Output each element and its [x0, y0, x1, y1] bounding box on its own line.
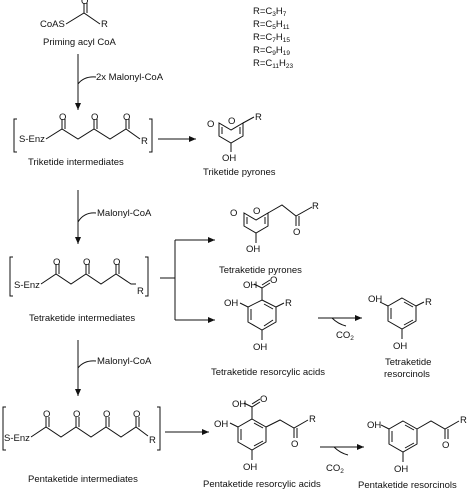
svg-text:R: R: [285, 298, 292, 309]
pentaketide-resorcylic-acid-structure: OH O OH O R OH: [214, 394, 316, 473]
svg-text:O: O: [43, 409, 50, 420]
svg-text:R: R: [312, 201, 319, 212]
svg-text:R=C7H15: R=C7H15: [253, 32, 290, 44]
svg-text:O: O: [53, 257, 60, 268]
pentaketide-resorcinols-label: Pentaketide resorcinols: [358, 480, 457, 490]
svg-text:O: O: [83, 257, 90, 268]
svg-text:OH: OH: [368, 294, 382, 305]
malonyl-label: Malonyl-CoA: [97, 208, 152, 219]
svg-text:OH: OH: [253, 342, 267, 353]
triketide-intermediate-structure: S-Enz O O O R: [13, 112, 153, 153]
svg-text:S-Enz: S-Enz: [19, 134, 45, 145]
svg-text:S-Enz: S-Enz: [4, 433, 30, 444]
malonyl-curve: [77, 76, 97, 85]
svg-text:O: O: [59, 112, 66, 123]
malonyl-curve: [77, 360, 97, 369]
svg-text:OH: OH: [214, 419, 228, 430]
svg-text:OH: OH: [243, 280, 257, 291]
tetraketide-resorcylic-acid-structure: OH O OH R OH: [224, 275, 292, 353]
svg-text:OH: OH: [367, 420, 381, 431]
malonyl-label: Malonyl-CoA: [97, 356, 152, 367]
tetraketide-branch-arrows: [160, 237, 215, 323]
priming-acyl-coa-structure: CoAS O R: [40, 0, 108, 30]
triketide-intermediates-label: Triketide intermediates: [28, 157, 124, 168]
triketide-pyrone-structure: O O R OH: [207, 112, 262, 164]
r-group: R: [101, 19, 108, 30]
pentaketide-resorcylic-acids-label: Pentaketide resorcylic acids: [203, 479, 321, 490]
svg-text:O: O: [230, 208, 237, 219]
svg-text:O: O: [91, 112, 98, 123]
svg-text:OH: OH: [243, 462, 257, 473]
tetraketide-pyrone-structure: O O O R OH: [230, 201, 319, 255]
tetraketide-intermediates-label: Tetraketide intermediates: [29, 313, 135, 324]
svg-text:R: R: [425, 297, 432, 308]
decarboxylation-arrow-2: CO2: [320, 444, 364, 475]
svg-text:R: R: [460, 415, 467, 426]
svg-text:OH: OH: [232, 399, 246, 410]
svg-text:O: O: [253, 206, 260, 217]
svg-text:R=C9H19: R=C9H19: [253, 45, 290, 57]
svg-text:O: O: [291, 439, 298, 450]
svg-text:O: O: [113, 257, 120, 268]
pentaketide-resorcinol-structure: OH O R OH: [367, 415, 467, 475]
svg-text:O: O: [73, 409, 80, 420]
svg-text:R: R: [309, 414, 316, 425]
svg-text:O: O: [133, 409, 140, 420]
priming-acyl-coa-label: Priming acyl CoA: [43, 37, 117, 48]
svg-text:R=C5H11: R=C5H11: [253, 19, 290, 31]
svg-text:OH: OH: [246, 244, 260, 255]
svg-text:O: O: [270, 275, 277, 286]
svg-text:CO2: CO2: [336, 330, 354, 342]
r-group-definitions: R=C3H7 R=C5H11 R=C7H15 R=C9H19 R=C11H23: [253, 6, 294, 70]
decarboxylation-arrow-1: CO2: [318, 315, 362, 342]
svg-text:CO2: CO2: [326, 463, 344, 475]
svg-text:OH: OH: [224, 298, 238, 309]
svg-text:R: R: [141, 136, 148, 147]
svg-text:O: O: [442, 440, 449, 451]
svg-text:O: O: [260, 394, 267, 405]
malonyl-curve: [77, 212, 97, 223]
svg-text:OH: OH: [394, 464, 408, 475]
coas-atom: CoAS: [40, 19, 65, 30]
triketide-pyrones-label: Triketide pyrones: [203, 167, 276, 178]
tetraketide-resorcinol-structure: OH R OH: [368, 294, 432, 352]
svg-text:R=C3H7: R=C3H7: [253, 6, 287, 18]
svg-text:O: O: [228, 116, 235, 127]
tetraketide-pyrones-label: Tetraketide pyrones: [219, 265, 302, 276]
oxygen-atom: O: [81, 0, 88, 7]
svg-text:O: O: [103, 409, 110, 420]
svg-text:OH: OH: [222, 153, 236, 164]
svg-text:R: R: [137, 286, 144, 297]
tetraketide-resorcylic-acids-label: Tetraketide resorcylic acids: [211, 367, 325, 378]
svg-text:O: O: [123, 112, 130, 123]
tetraketide-resorcinols-label-line1: Tetraketide: [385, 357, 431, 368]
pentaketide-intermediate-structure: S-Enz O O O O R: [2, 406, 161, 451]
svg-text:S-Enz: S-Enz: [14, 280, 40, 291]
svg-text:OH: OH: [393, 341, 407, 352]
pentaketide-intermediates-label: Pentaketide intermediates: [28, 474, 138, 485]
svg-text:R: R: [149, 435, 156, 446]
svg-text:R: R: [255, 112, 262, 123]
svg-text:O: O: [293, 227, 300, 238]
svg-text:R=C11H23: R=C11H23: [253, 58, 294, 70]
svg-text:O: O: [207, 119, 214, 130]
tetraketide-resorcinols-label-line2: resorcinols: [384, 369, 430, 380]
tetraketide-intermediate-structure: S-Enz O O O R: [9, 256, 149, 297]
malonyl-2x-label: 2x Malonyl-CoA: [96, 72, 164, 83]
